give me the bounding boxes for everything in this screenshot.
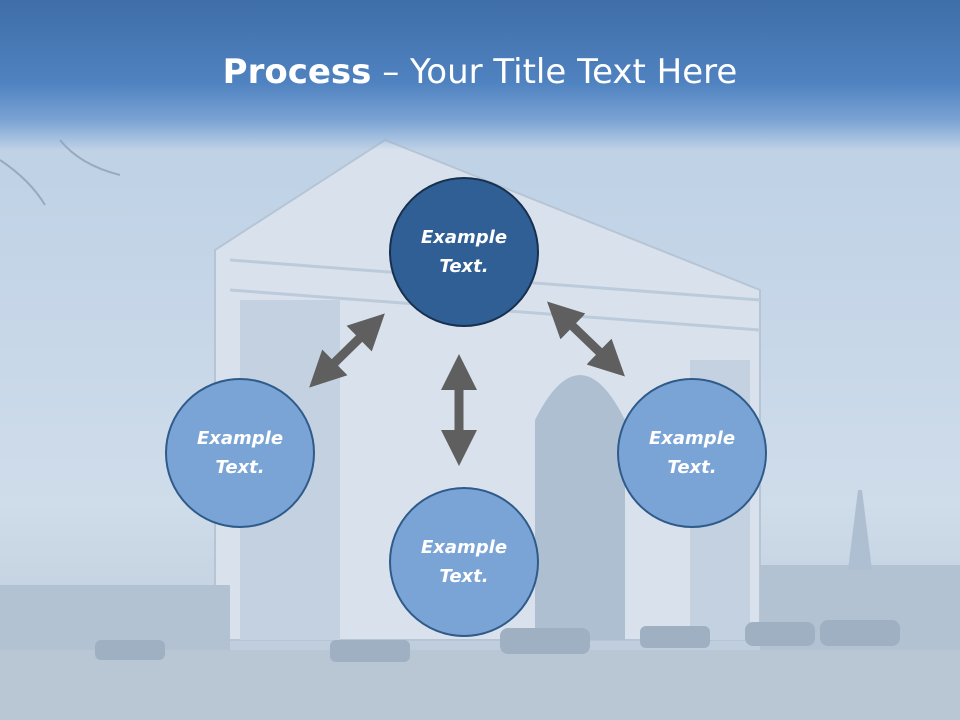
node-left-line1: Example — [196, 428, 284, 449]
node-left-line2: Text. — [215, 457, 265, 478]
node-left[interactable]: Example Text. — [165, 378, 315, 528]
node-right-line1: Example — [648, 428, 736, 449]
node-bottom-line2: Text. — [439, 566, 489, 587]
node-bottom-line1: Example — [420, 537, 508, 558]
title-bold: Process — [222, 52, 372, 92]
title-bar — [0, 0, 960, 150]
node-bottom[interactable]: Example Text. — [389, 487, 539, 637]
node-top-line2: Text. — [439, 256, 489, 277]
node-top[interactable]: Example Text. — [389, 177, 539, 327]
title-text: Your Title Text Here — [410, 52, 738, 92]
node-right[interactable]: Example Text. — [617, 378, 767, 528]
node-top-line1: Example — [420, 227, 508, 248]
node-right-line2: Text. — [667, 457, 717, 478]
slide-title: Process – Your Title Text Here — [0, 52, 960, 92]
title-separator: – — [382, 52, 400, 92]
